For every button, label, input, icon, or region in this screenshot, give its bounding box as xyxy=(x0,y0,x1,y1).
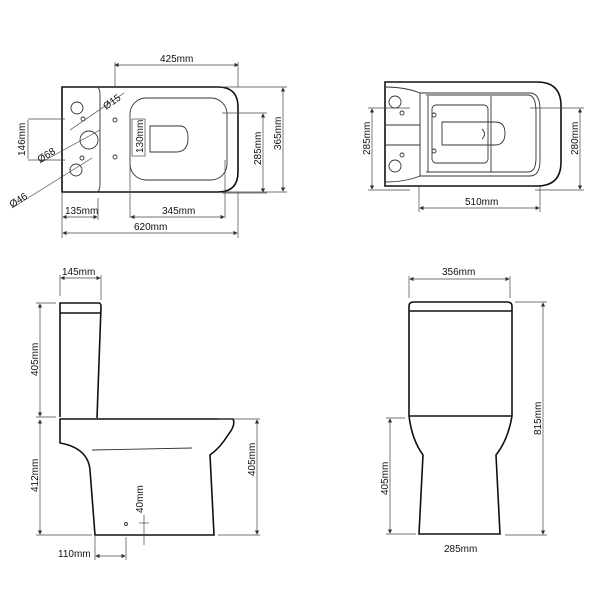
dim-285: 285mm xyxy=(253,132,264,165)
dim-110: 110mm xyxy=(58,549,91,560)
dim-365: 365mm xyxy=(273,117,284,150)
dim-40: 40mm xyxy=(135,485,146,513)
dim-405-front: 405mm xyxy=(380,462,391,495)
dim-130: 130mm xyxy=(135,120,146,153)
dim-135: 135mm xyxy=(65,206,98,217)
dim-280-right: 280mm xyxy=(570,122,581,155)
dim-d46: Ø46 xyxy=(8,191,30,211)
dim-146: 146mm xyxy=(17,123,28,156)
dim-345: 345mm xyxy=(162,206,195,217)
dim-425: 425mm xyxy=(160,54,193,65)
dim-412: 412mm xyxy=(30,459,41,492)
dim-356: 356mm xyxy=(442,267,475,278)
top-plan-view: 425mm 365mm 285mm 130mm 146mm Ø15 Ø68 Ø4… xyxy=(8,54,287,238)
dim-d68: Ø68 xyxy=(36,146,58,166)
dim-815: 815mm xyxy=(533,402,544,435)
dim-285-base: 285mm xyxy=(444,544,477,555)
dim-145: 145mm xyxy=(62,267,95,278)
dim-620: 620mm xyxy=(134,222,167,233)
dim-285-left: 285mm xyxy=(362,122,373,155)
underside-plan-view: 285mm 280mm 510mm xyxy=(362,81,584,212)
side-elevation-view: 405mm 412mm 145mm 405mm 40mm 110mm xyxy=(30,267,260,560)
dim-405-tank: 405mm xyxy=(30,343,41,376)
dim-510: 510mm xyxy=(465,197,498,208)
dim-405-seat: 405mm xyxy=(247,443,258,476)
front-elevation-view: 356mm 815mm 405mm 285mm xyxy=(380,267,547,555)
